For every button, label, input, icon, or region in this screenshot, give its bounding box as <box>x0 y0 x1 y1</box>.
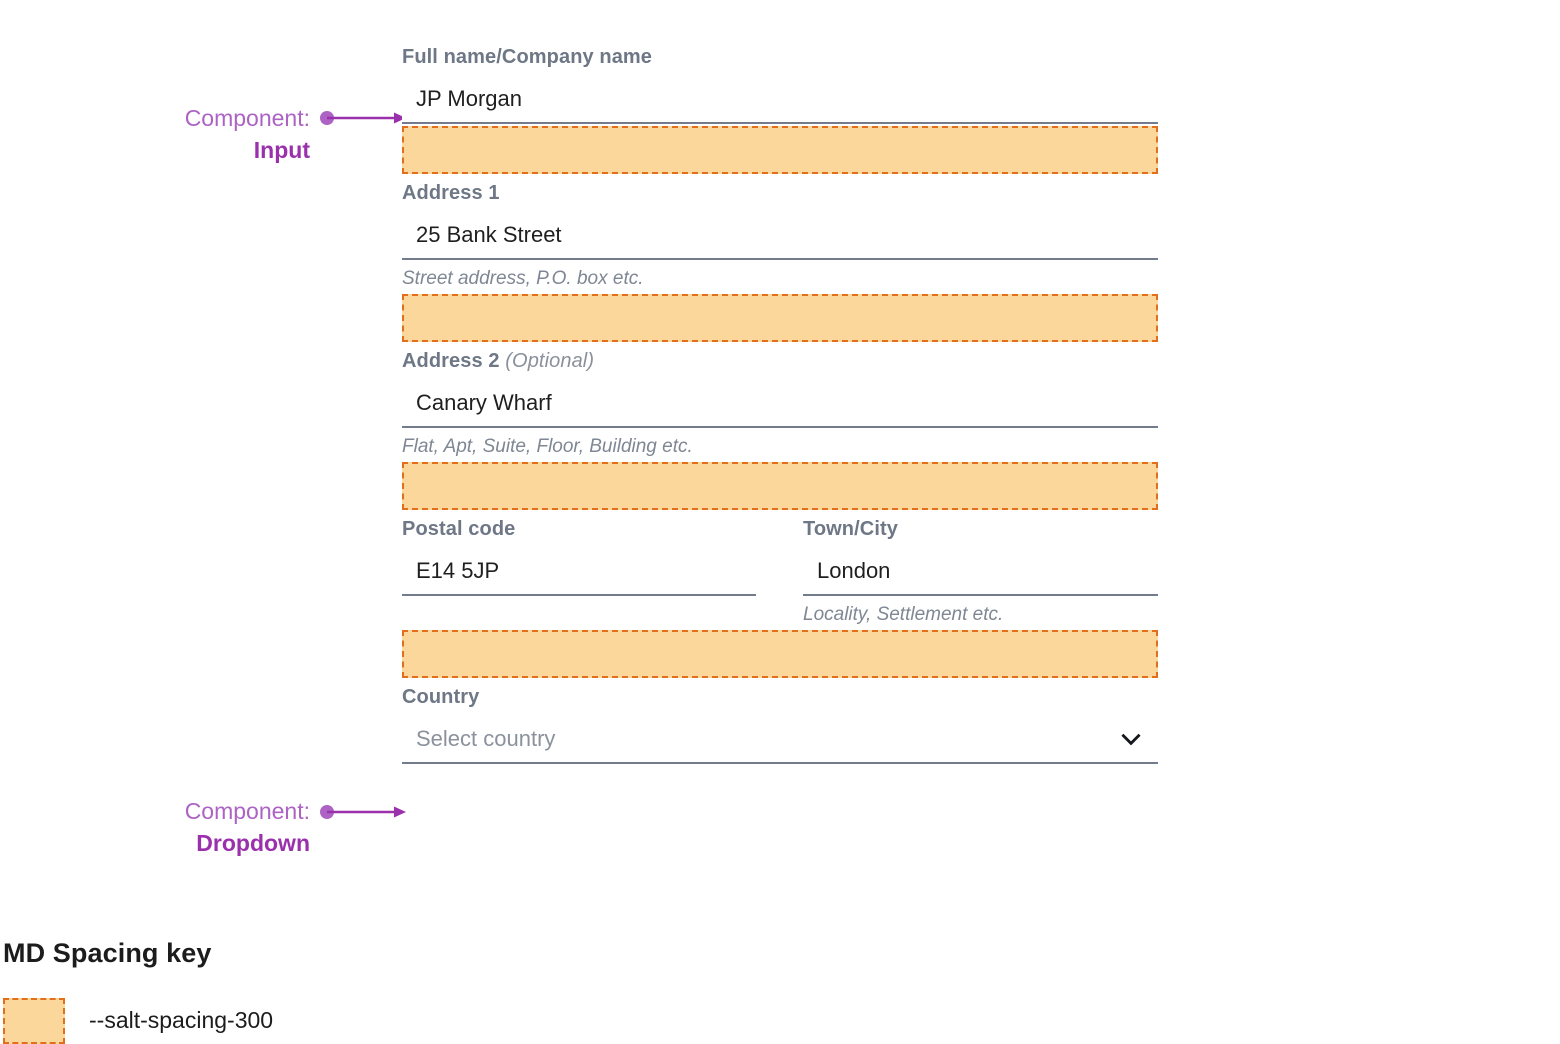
spacing-token-block <box>402 630 1158 678</box>
label-postal-code-text: Postal code <box>402 518 516 540</box>
spacing-key-token-label: --salt-spacing-300 <box>89 1007 274 1033</box>
input-annotation: Component: Input <box>60 102 310 166</box>
address-form: Full name/Company name JP Morgan Address… <box>402 44 1158 764</box>
spacing-token-block <box>402 126 1158 174</box>
helper-address-1: Street address, P.O. box etc. <box>402 268 644 289</box>
input-annotation-lead: Component: <box>184 105 310 131</box>
input-town-city[interactable]: London <box>803 548 1158 596</box>
label-address-1: Address 1 <box>402 180 1158 206</box>
postal-town-input-row: E14 5JP London <box>402 548 1158 596</box>
helper-address-2: Flat, Apt, Suite, Floor, Building etc. <box>402 436 693 457</box>
input-postal-code[interactable]: E14 5JP <box>402 548 756 596</box>
dropdown-country-value: Select country <box>416 726 556 751</box>
input-address-2[interactable]: Canary Wharf <box>402 380 1158 428</box>
spacing-token-block <box>402 462 1158 510</box>
label-country-text: Country <box>402 686 480 708</box>
helper-town-city: Locality, Settlement etc. <box>803 604 1004 625</box>
input-annotation-arrow <box>320 111 406 125</box>
input-town-city-value: London <box>817 558 891 583</box>
label-town-city-text: Town/City <box>803 518 898 540</box>
label-address-1-text: Address 1 <box>402 182 500 204</box>
label-address-2-text: Address 2 <box>402 350 500 372</box>
chevron-down-icon[interactable] <box>1118 726 1144 752</box>
label-postal-code: Postal code <box>402 516 756 542</box>
label-full-name: Full name/Company name <box>402 44 1158 70</box>
input-address-1-value: 25 Bank Street <box>416 222 562 247</box>
postal-town-label-row: Postal code Town/City <box>402 516 1158 542</box>
input-postal-code-value: E14 5JP <box>416 558 500 583</box>
column-gap <box>756 602 803 627</box>
label-full-name-text: Full name/Company name <box>402 46 653 68</box>
spacing-token-block <box>402 294 1158 342</box>
column-gap <box>756 516 803 542</box>
label-address-2: Address 2 (Optional) <box>402 348 1158 374</box>
input-annotation-target: Input <box>253 137 310 163</box>
label-address-2-optional: (Optional) <box>505 350 595 372</box>
label-country: Country <box>402 684 1158 710</box>
input-full-name-value: JP Morgan <box>416 86 522 111</box>
dropdown-country[interactable]: Select country <box>402 716 1158 764</box>
dropdown-annotation-arrow <box>320 805 406 819</box>
town-city-helper-row: Locality, Settlement etc. <box>402 602 1158 627</box>
input-address-1[interactable]: 25 Bank Street <box>402 212 1158 260</box>
input-address-2-value: Canary Wharf <box>416 390 552 415</box>
dropdown-annotation-lead: Component: <box>184 798 310 824</box>
label-town-city: Town/City <box>803 516 1158 542</box>
spacing-key-swatch <box>3 998 65 1044</box>
dropdown-annotation-target: Dropdown <box>196 830 310 856</box>
input-full-name[interactable]: JP Morgan <box>402 76 1158 124</box>
spacing-key-title: MD Spacing key <box>3 938 212 968</box>
dropdown-annotation: Component: Dropdown <box>60 795 310 859</box>
column-gap <box>756 548 803 596</box>
